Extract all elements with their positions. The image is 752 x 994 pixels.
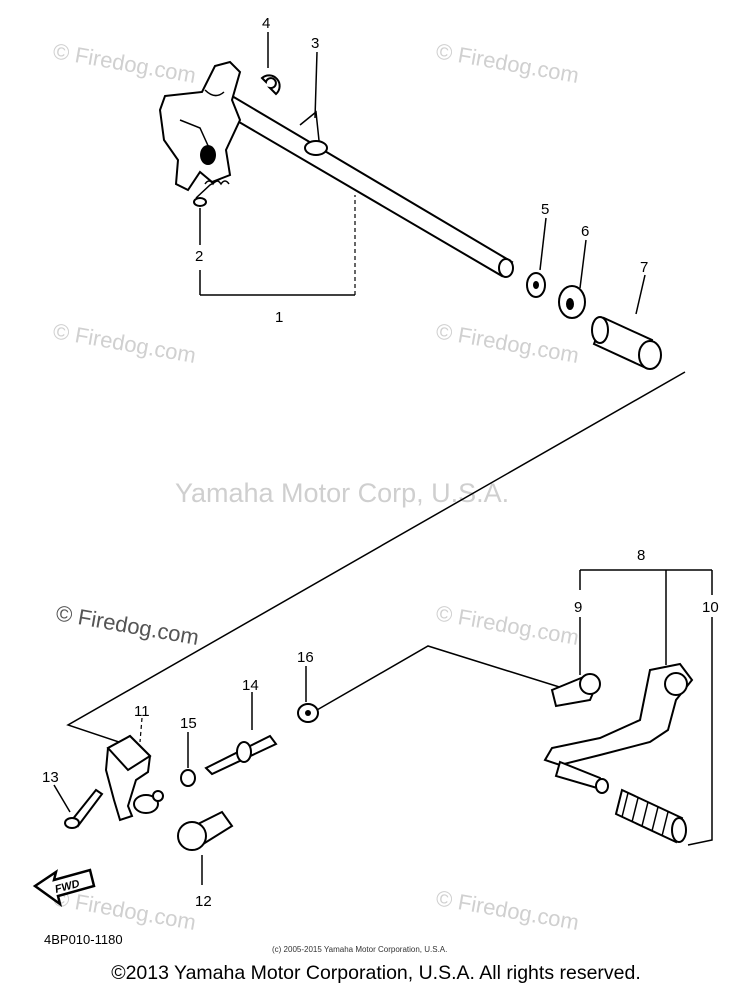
leader-line (579, 239, 587, 289)
lever-dark-spot (200, 145, 216, 165)
shift-arm-11-top (106, 734, 152, 772)
leader-line (314, 51, 318, 119)
pedal-rubber-end (671, 817, 687, 843)
watermark-brand-dark: © Firedog.com (54, 600, 201, 650)
lever-spring (204, 180, 230, 186)
lever-detail (179, 119, 211, 151)
shaft-end (498, 258, 514, 278)
watermark-brand: © Firedog.com (434, 318, 581, 368)
watermark-center: Yamaha Motor Corp, U.S.A. (175, 478, 509, 508)
callout-6: 6 (581, 223, 589, 240)
callout-3: 3 (311, 35, 319, 52)
oil-seal-6-hole (566, 298, 574, 310)
shift-arm-11-nut (152, 790, 164, 802)
callout-4: 4 (262, 15, 270, 32)
collar-7-end (638, 340, 662, 370)
pedal-peg-end (595, 778, 609, 794)
group-bracket-line (309, 645, 586, 715)
nut-15 (180, 769, 196, 787)
callout-2: 2 (195, 248, 203, 265)
collar-7-start (591, 316, 609, 344)
callout-8: 8 (637, 547, 645, 564)
bolt-13-head (64, 817, 80, 829)
callout-7: 7 (640, 259, 648, 276)
pedal-rubber-ribs (621, 792, 669, 837)
callout-15: 15 (180, 715, 197, 732)
leader-line (687, 617, 713, 846)
shift-shaft (220, 94, 514, 278)
shift-pedal-10 (543, 662, 694, 767)
washer-5-hole (533, 281, 539, 289)
shift-linkage (53, 666, 319, 885)
callout-11: 11 (134, 703, 150, 720)
nut-16-hole (305, 710, 311, 716)
callout-16: 16 (297, 649, 314, 666)
leader-line (635, 274, 646, 315)
circlip (260, 74, 281, 96)
callout-1: 1 (275, 309, 283, 326)
small-copyright: (c) 2005-2015 Yamaha Motor Corporation, … (272, 945, 447, 954)
shift-shaft-assembly (158, 32, 514, 296)
callout-9: 9 (574, 599, 582, 616)
callout-13: 13 (42, 769, 59, 786)
watermark-brand: © Firedog.com (434, 600, 581, 650)
pedal-pivot (664, 672, 688, 696)
torsion-spring-coil (304, 140, 328, 156)
diagram-code: 4BP010-1180 (44, 932, 123, 947)
watermark-brand: © Firedog.com (434, 38, 581, 88)
callout-5: 5 (541, 201, 549, 218)
lever-detail (204, 89, 225, 97)
callout-numbers: 1 2 3 4 5 6 7 8 9 10 11 12 13 14 15 16 (42, 15, 719, 910)
torsion-spring (299, 110, 321, 151)
leader-line (539, 217, 547, 271)
callout-12: 12 (195, 893, 212, 910)
footer-copyright: ©2013 Yamaha Motor Corporation, U.S.A. A… (111, 962, 641, 984)
seals-and-collar (526, 217, 662, 370)
rod-end-9-eye (579, 673, 601, 695)
shift-rod-14-collar (236, 741, 252, 763)
shift-arm-11-bolt (133, 794, 159, 814)
watermark-brand: © Firedog.com (51, 318, 198, 368)
group-bracket-line (66, 371, 686, 746)
watermark-brand: © Firedog.com (434, 885, 581, 935)
callout-14: 14 (242, 677, 259, 694)
ball-joint-12 (177, 821, 207, 851)
callout-10: 10 (702, 599, 719, 616)
lever-pin (195, 177, 223, 199)
lever-pin-end (193, 197, 207, 207)
leader-line-dashed (139, 717, 143, 743)
shift-pedal-assembly (543, 569, 713, 846)
watermark-brand: © Firedog.com (51, 38, 198, 88)
leader-line (53, 784, 71, 813)
fwd-arrow-icon: FWD (32, 868, 96, 908)
